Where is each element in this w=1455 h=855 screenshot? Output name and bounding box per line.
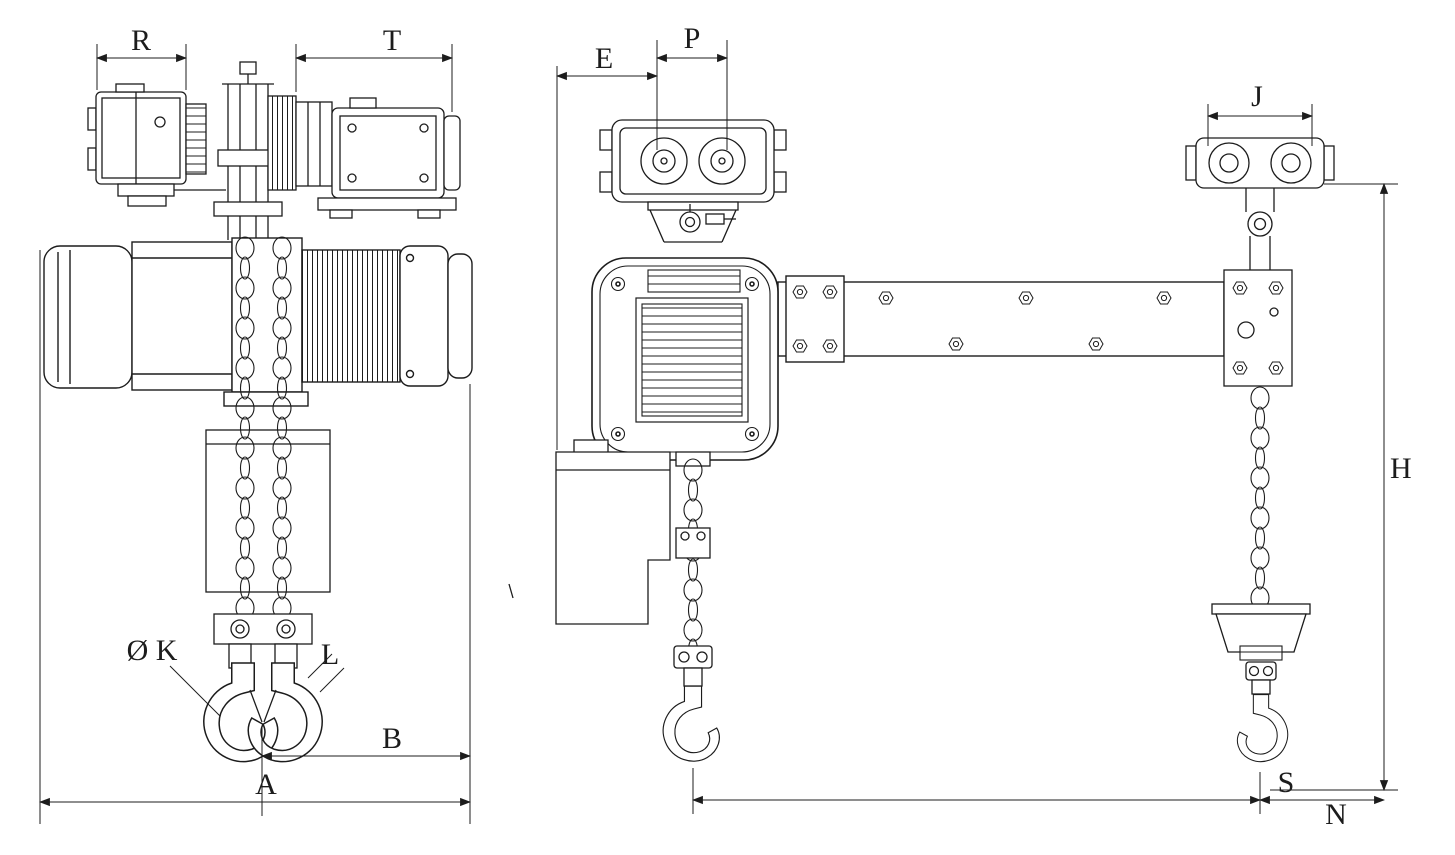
dim-label-B: B xyxy=(382,722,402,755)
right-load-chain xyxy=(1250,386,1270,630)
body-grille xyxy=(641,303,743,417)
side-view xyxy=(555,119,1335,763)
suspension-eye xyxy=(1247,211,1273,237)
front-double-hook-block xyxy=(202,613,324,763)
right-hook xyxy=(1236,694,1289,763)
hook-latch-line xyxy=(249,689,263,723)
dim-label-N: N xyxy=(1325,798,1347,831)
front-view xyxy=(43,61,514,763)
side-hoist-body xyxy=(591,257,779,461)
stray-mark xyxy=(508,583,514,599)
suspension-eye xyxy=(679,211,701,233)
dim-leader-K xyxy=(169,665,221,717)
chain-stop-bucket xyxy=(1215,613,1307,653)
control-box xyxy=(555,439,711,625)
side-load-chain xyxy=(675,458,711,662)
dim-label-T: T xyxy=(383,24,401,57)
dim-label-H: H xyxy=(1390,452,1412,485)
dim-label-S: S xyxy=(1278,766,1295,799)
dim-label-A: A xyxy=(255,768,277,801)
front-chain-container xyxy=(205,429,331,593)
chain-connector xyxy=(675,527,711,559)
dim-tick-L xyxy=(307,653,333,679)
side-trolley xyxy=(599,119,787,243)
dim-label-J: J xyxy=(1251,80,1263,113)
trolley-wheel xyxy=(1208,142,1250,184)
dim-tick-L xyxy=(319,667,345,693)
dim-label-K: Ø K xyxy=(127,634,178,667)
hook-latch-line xyxy=(263,689,277,723)
dim-label-E: E xyxy=(595,42,613,75)
front-hoist-body xyxy=(43,237,473,407)
side-hook-assembly xyxy=(662,645,720,762)
side-hook xyxy=(662,685,720,762)
trolley-wheel xyxy=(1270,142,1312,184)
front-right-drive-motor xyxy=(267,95,461,219)
right-trolley-unit xyxy=(1185,137,1335,387)
dimension-annotations: R T B A Ø K L P E J xyxy=(38,22,1412,831)
chain-stop-flange xyxy=(1211,603,1311,615)
trolley-wheel xyxy=(640,137,688,185)
right-hook-assembly xyxy=(1211,603,1311,763)
dim-label-L: L xyxy=(321,638,339,671)
dim-label-R: R xyxy=(131,24,151,57)
body-top-vent xyxy=(647,269,741,293)
front-left-drive-motor xyxy=(87,83,226,207)
trolley-wheel xyxy=(698,137,746,185)
front-hook-right xyxy=(247,662,324,763)
suspension-beam xyxy=(777,275,1225,363)
dim-label-P: P xyxy=(684,22,701,55)
